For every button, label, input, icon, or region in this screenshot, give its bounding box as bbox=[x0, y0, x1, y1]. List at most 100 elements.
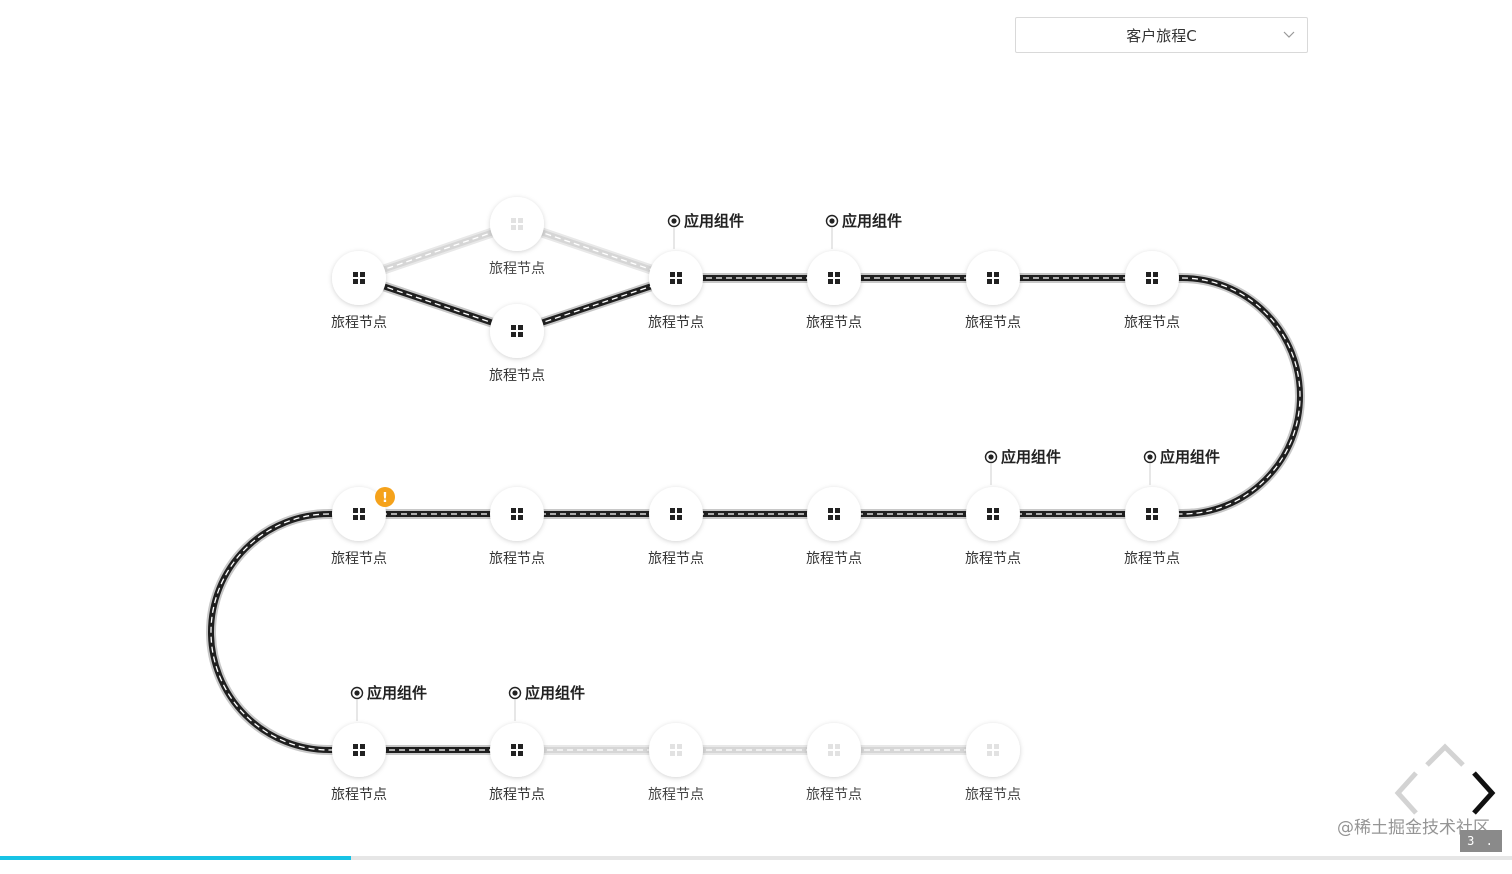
app-component-tag[interactable]: 应用组件 bbox=[667, 212, 745, 249]
node-circle bbox=[490, 487, 544, 541]
watermark: @稀土掘金技术社区 bbox=[1337, 818, 1490, 838]
node-circle bbox=[807, 251, 861, 305]
app-component-label: 应用组件 bbox=[1160, 448, 1220, 466]
grid-icon bbox=[670, 508, 682, 520]
journey-node[interactable]: 旅程节点 应用组件 bbox=[489, 684, 585, 803]
node-label: 旅程节点 bbox=[331, 315, 387, 331]
radio-dot-icon bbox=[984, 450, 998, 464]
node-circle bbox=[490, 723, 544, 777]
node-label: 旅程节点 bbox=[1124, 315, 1180, 331]
node-circle bbox=[1125, 487, 1179, 541]
grid-icon bbox=[1146, 272, 1158, 284]
node-label: 旅程节点 bbox=[331, 787, 387, 803]
node-circle bbox=[807, 723, 861, 777]
grid-icon bbox=[987, 744, 999, 756]
node-circle bbox=[649, 251, 703, 305]
node-circle bbox=[807, 487, 861, 541]
node-label: 旅程节点 bbox=[489, 261, 545, 277]
grid-icon bbox=[511, 218, 523, 230]
node-label: 旅程节点 bbox=[648, 551, 704, 567]
app-component-tag[interactable]: 应用组件 bbox=[1143, 448, 1221, 485]
node-circle bbox=[649, 723, 703, 777]
road-segment bbox=[512, 219, 681, 283]
journey-node[interactable]: 旅程节点 bbox=[648, 487, 704, 567]
node-label: 旅程节点 bbox=[489, 551, 545, 567]
journey-node[interactable]: 旅程节点 应用组件 bbox=[648, 212, 744, 331]
grid-icon bbox=[353, 272, 365, 284]
grid-icon bbox=[511, 744, 523, 756]
journey-node[interactable]: 旅程节点 bbox=[489, 487, 545, 567]
grid-icon bbox=[828, 744, 840, 756]
node-label: 旅程节点 bbox=[489, 787, 545, 803]
road-segment bbox=[512, 273, 681, 336]
grid-icon bbox=[828, 508, 840, 520]
grid-icon bbox=[511, 508, 523, 520]
journey-node[interactable]: 旅程节点 应用组件 bbox=[806, 212, 902, 331]
node-circle bbox=[490, 304, 544, 358]
node-label: 旅程节点 bbox=[806, 551, 862, 567]
journey-node[interactable]: 旅程节点 应用组件 bbox=[965, 448, 1061, 567]
node-label: 旅程节点 bbox=[648, 787, 704, 803]
node-label: 旅程节点 bbox=[965, 551, 1021, 567]
node-circle bbox=[490, 197, 544, 251]
app-component-label: 应用组件 bbox=[367, 684, 427, 702]
radio-dot-icon bbox=[667, 214, 681, 228]
node-label: 旅程节点 bbox=[489, 368, 545, 384]
journey-node[interactable]: 旅程节点 bbox=[331, 251, 387, 331]
app-component-label: 应用组件 bbox=[1001, 448, 1061, 466]
node-label: 旅程节点 bbox=[965, 315, 1021, 331]
svg-text:!: ! bbox=[382, 491, 388, 506]
grid-icon bbox=[353, 744, 365, 756]
node-circle bbox=[966, 251, 1020, 305]
journey-node[interactable]: 旅程节点 应用组件 bbox=[1124, 448, 1220, 567]
node-label: 旅程节点 bbox=[1124, 551, 1180, 567]
app-component-tag[interactable]: 应用组件 bbox=[350, 684, 428, 721]
grid-icon bbox=[987, 272, 999, 284]
journey-select[interactable]: 客户旅程C bbox=[1015, 17, 1308, 53]
node-circle bbox=[332, 723, 386, 777]
journey-select-value: 客户旅程C bbox=[1126, 27, 1197, 45]
journey-node[interactable]: 旅程节点 bbox=[648, 723, 704, 803]
journey-node[interactable]: 旅程节点 bbox=[965, 251, 1021, 331]
journey-node[interactable]: 旅程节点 bbox=[965, 723, 1021, 803]
road-segment bbox=[1147, 273, 1305, 519]
node-circle bbox=[332, 251, 386, 305]
node-circle bbox=[332, 487, 386, 541]
app-component-tag[interactable]: 应用组件 bbox=[984, 448, 1062, 485]
journey-node[interactable]: 旅程节点 bbox=[489, 197, 545, 277]
app-component-label: 应用组件 bbox=[842, 212, 902, 230]
chevron-down-icon bbox=[1283, 31, 1295, 38]
journey-node[interactable]: 旅程节点! bbox=[331, 487, 395, 567]
node-circle bbox=[1125, 251, 1179, 305]
road-segment bbox=[354, 219, 522, 283]
grid-icon bbox=[353, 508, 365, 520]
nav-up-button[interactable] bbox=[1424, 742, 1466, 768]
page-number: 3 . 3 bbox=[1460, 830, 1502, 870]
node-label: 旅程节点 bbox=[806, 315, 862, 331]
journey-node[interactable]: 旅程节点 应用组件 bbox=[331, 684, 427, 803]
progress-fill bbox=[0, 856, 351, 860]
node-layer: 旅程节点旅程节点旅程节点旅程节点应用组件旅程节点应用组件旅程节点旅程节点旅程节点… bbox=[331, 197, 1220, 803]
node-circle bbox=[966, 487, 1020, 541]
app-component-tag[interactable]: 应用组件 bbox=[825, 212, 903, 249]
nav-right-button[interactable] bbox=[1470, 770, 1496, 816]
grid-icon bbox=[1146, 508, 1158, 520]
journey-node[interactable]: 旅程节点 bbox=[806, 487, 862, 567]
grid-icon bbox=[828, 272, 840, 284]
nav-left-button[interactable] bbox=[1394, 770, 1420, 816]
journey-node[interactable]: 旅程节点 bbox=[1124, 251, 1180, 331]
progress-track bbox=[0, 856, 1512, 860]
node-label: 旅程节点 bbox=[648, 315, 704, 331]
node-label: 旅程节点 bbox=[806, 787, 862, 803]
app-component-tag[interactable]: 应用组件 bbox=[508, 684, 586, 721]
app-component-label: 应用组件 bbox=[525, 684, 585, 702]
journey-node[interactable]: 旅程节点 bbox=[806, 723, 862, 803]
road-layer bbox=[206, 219, 1305, 755]
journey-node[interactable]: 旅程节点 bbox=[489, 304, 545, 384]
road-segment bbox=[206, 509, 364, 755]
warning-icon: ! bbox=[375, 487, 395, 507]
grid-icon bbox=[670, 272, 682, 284]
radio-dot-icon bbox=[350, 686, 364, 700]
grid-icon bbox=[987, 508, 999, 520]
